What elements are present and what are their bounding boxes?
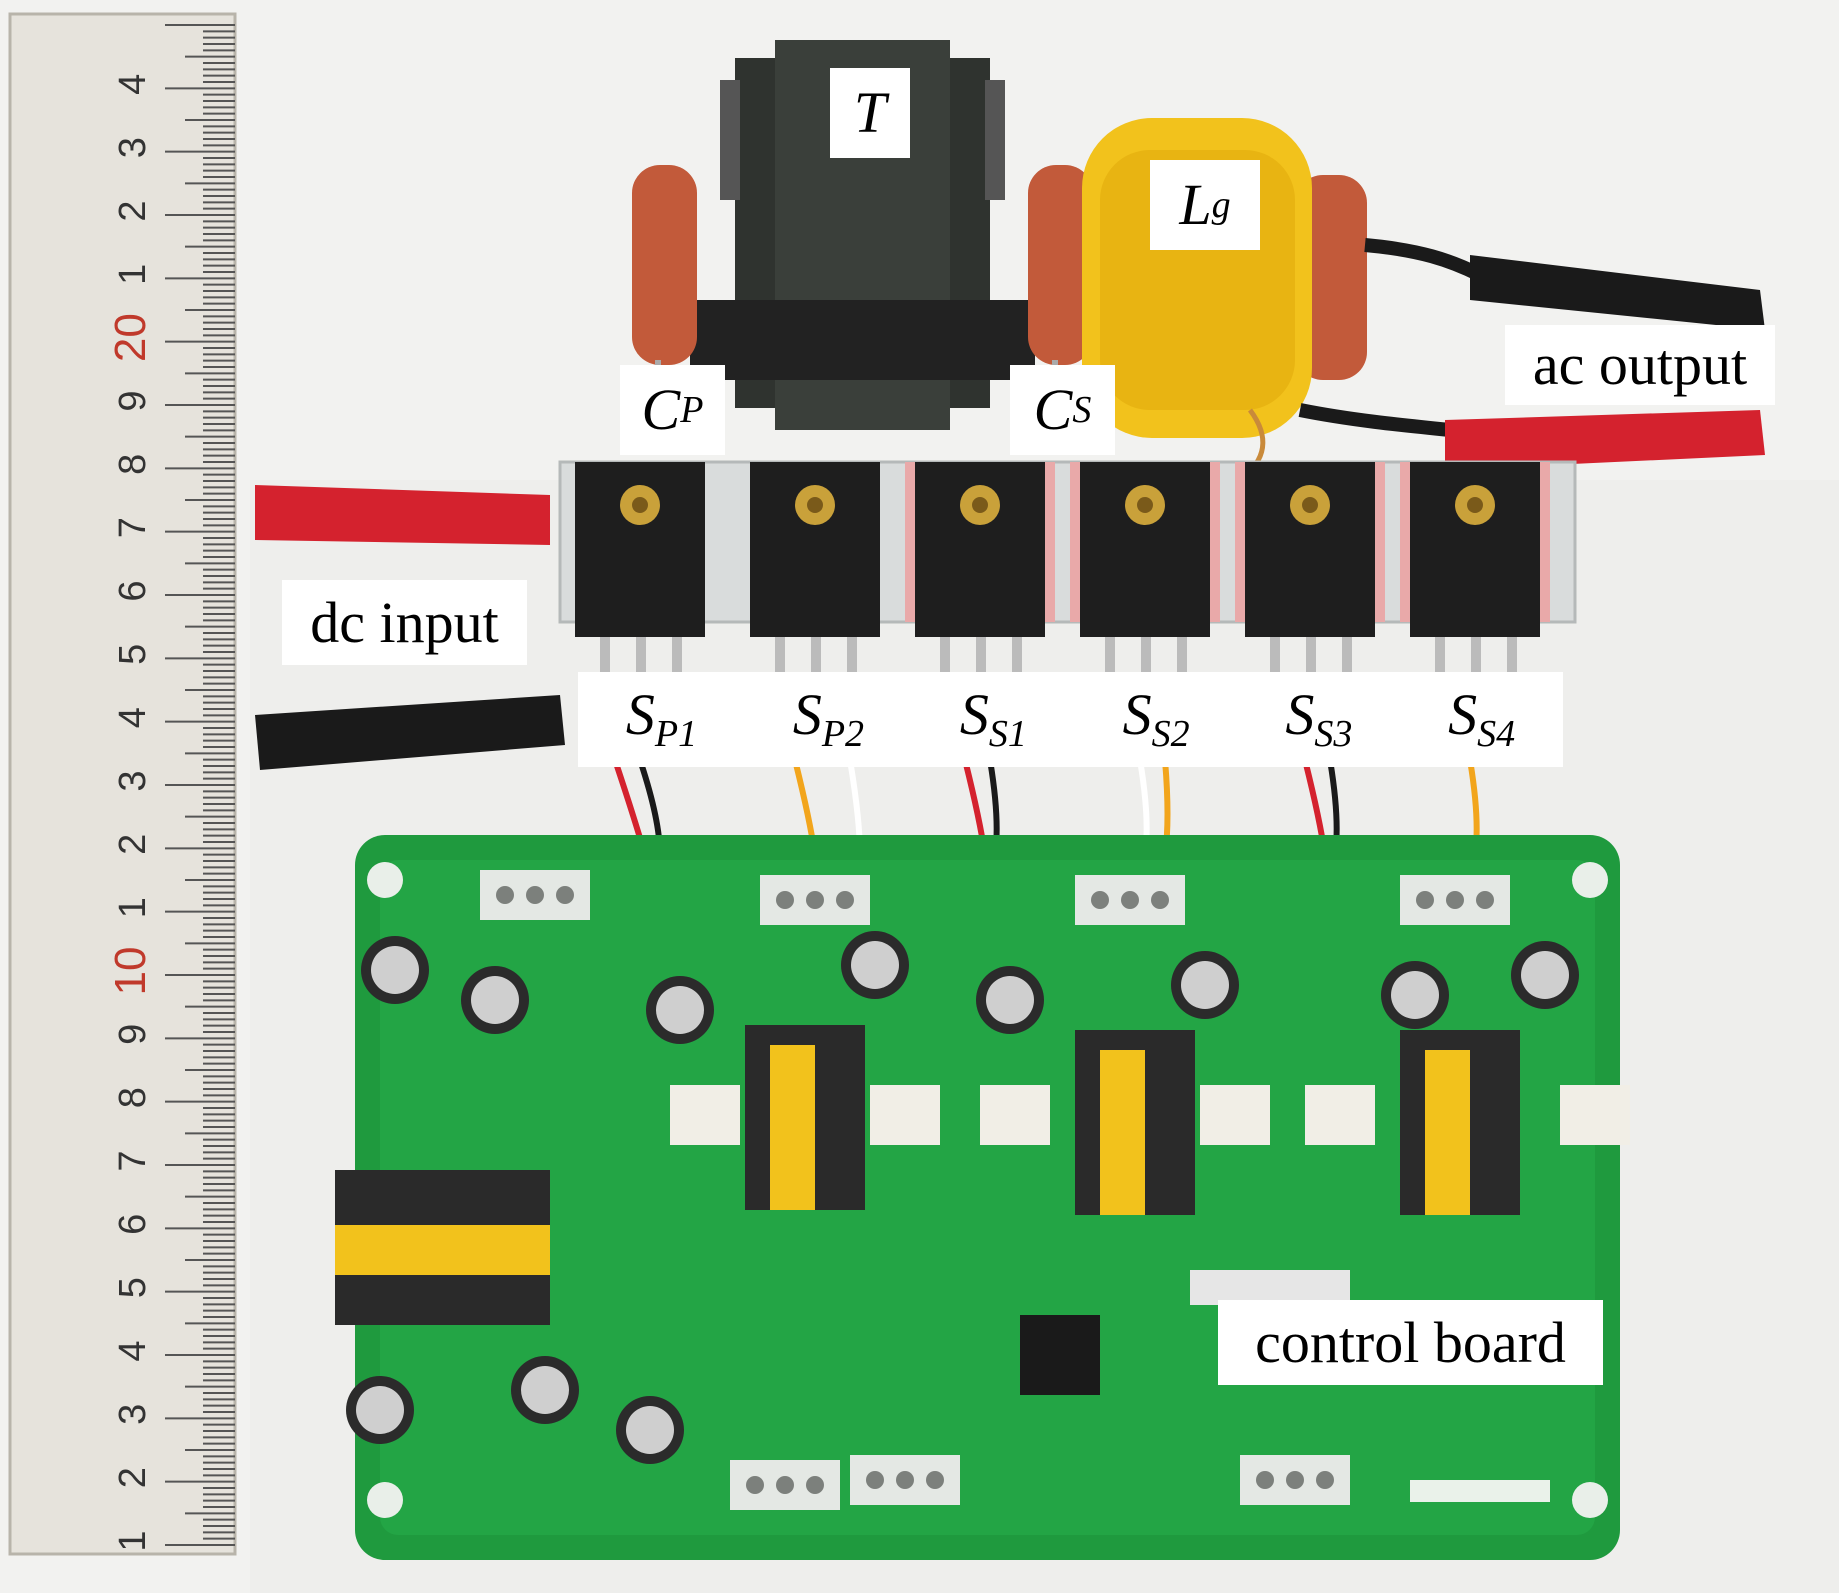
switch-package	[905, 462, 1055, 677]
label-Lg-main: L	[1179, 172, 1212, 237]
label-SS1: SS1	[960, 686, 1027, 755]
ruler-number: 5	[112, 644, 154, 665]
label-SS3-sub: S3	[1314, 713, 1353, 755]
capacitor-output-body	[1295, 175, 1367, 380]
ruler-number: 3	[112, 137, 154, 158]
ruler-number: 8	[112, 454, 154, 475]
label-SS2-sub: S2	[1151, 713, 1190, 755]
optocoupler	[980, 1085, 1050, 1145]
label-SP1: SP1	[626, 686, 698, 755]
ruler-number: 1	[112, 264, 154, 285]
label-CP-main: C	[641, 377, 681, 442]
optocoupler	[1560, 1085, 1630, 1145]
ruler-number: 3	[112, 1404, 154, 1425]
label-SS1-main: S	[959, 682, 989, 747]
label-CP-sub: P	[680, 389, 704, 431]
ruler-number: 2	[112, 1467, 154, 1488]
dc-input-clips	[255, 485, 565, 770]
label-T-text: T	[853, 80, 887, 145]
ruler-number: 2	[112, 834, 154, 855]
ruler-number: 5	[112, 1277, 154, 1298]
ruler-number: 7	[112, 1150, 154, 1171]
ruler-number: 4	[112, 1340, 154, 1361]
label-CS-main: C	[1033, 377, 1073, 442]
optocoupler	[870, 1085, 940, 1145]
ruler: 4 3 2 1 20 9 8 7 6 5 4 3 2 1 10 9 8 7 6 5 4 3 2 1	[8, 12, 237, 1556]
ruler-number: 3	[112, 770, 154, 791]
switch-package	[575, 462, 705, 677]
ruler-ticks	[165, 24, 235, 1546]
ruler-number: 7	[112, 517, 154, 538]
label-SP2-main: S	[792, 682, 822, 747]
switch-package	[1235, 462, 1385, 677]
microcontroller	[1020, 1315, 1100, 1395]
ruler-number: 9	[112, 390, 154, 411]
silkscreen-label	[1410, 1480, 1550, 1502]
label-SS2: SS2	[1123, 686, 1190, 755]
ruler-number: 10	[106, 947, 155, 996]
ruler-number: 2	[112, 200, 154, 221]
label-SP2: SP2	[793, 686, 865, 755]
label-switch-row: SP1 SP2 SS1 SS2 SS3 SS4	[578, 672, 1563, 767]
label-SS1-sub: S1	[988, 713, 1027, 755]
ruler-number: 8	[112, 1087, 154, 1108]
ruler-number: 6	[112, 1214, 154, 1235]
optocoupler	[1200, 1085, 1270, 1145]
label-SP1-main: S	[625, 682, 655, 747]
label-dc-input-text: dc input	[310, 589, 499, 655]
ruler-number: 4	[112, 707, 154, 728]
label-dc-input: dc input	[282, 580, 527, 665]
ruler-number: 9	[112, 1024, 154, 1045]
label-SS3: SS3	[1285, 686, 1353, 755]
switch-package	[750, 462, 880, 677]
label-SS4-sub: S4	[1477, 713, 1516, 755]
control-board-pcb	[335, 835, 1630, 1560]
label-Lg-sub: g	[1211, 184, 1231, 226]
optocoupler	[670, 1085, 740, 1145]
ruler-number: 6	[112, 580, 154, 601]
label-ac-output-text: ac output	[1532, 332, 1748, 397]
ac-output-clips	[1298, 238, 1765, 470]
label-SS4: SS4	[1448, 686, 1516, 755]
label-control-board-text: control board	[1255, 1309, 1566, 1375]
label-CS-sub: S	[1072, 389, 1092, 431]
ruler-numbers: 4 3 2 1 20 9 8 7 6 5 4 3 2 1 10 9 8 7 6 5 4 3 2 1	[106, 74, 155, 1552]
label-ac-output: ac output	[1505, 325, 1775, 405]
label-SS2-main: S	[1122, 682, 1152, 747]
optocoupler	[1305, 1085, 1375, 1145]
current-sensor	[1190, 1270, 1350, 1305]
label-control-board: control board	[1218, 1300, 1603, 1385]
ruler-number: 1	[112, 1530, 154, 1551]
ruler-number: 4	[112, 74, 154, 95]
switch-package	[1400, 462, 1550, 677]
label-SP1-sub: P1	[654, 713, 698, 755]
switches	[575, 462, 1550, 677]
switch-package	[1070, 462, 1220, 677]
ruler-number: 20	[106, 313, 155, 362]
label-SP2-sub: P2	[821, 713, 865, 755]
transformer-T	[690, 40, 1035, 430]
label-T: T	[830, 68, 910, 158]
pcb-components	[335, 870, 1630, 1510]
label-SS3-main: S	[1285, 682, 1315, 747]
label-SS4-main: S	[1448, 682, 1478, 747]
ruler-number: 1	[112, 897, 154, 918]
